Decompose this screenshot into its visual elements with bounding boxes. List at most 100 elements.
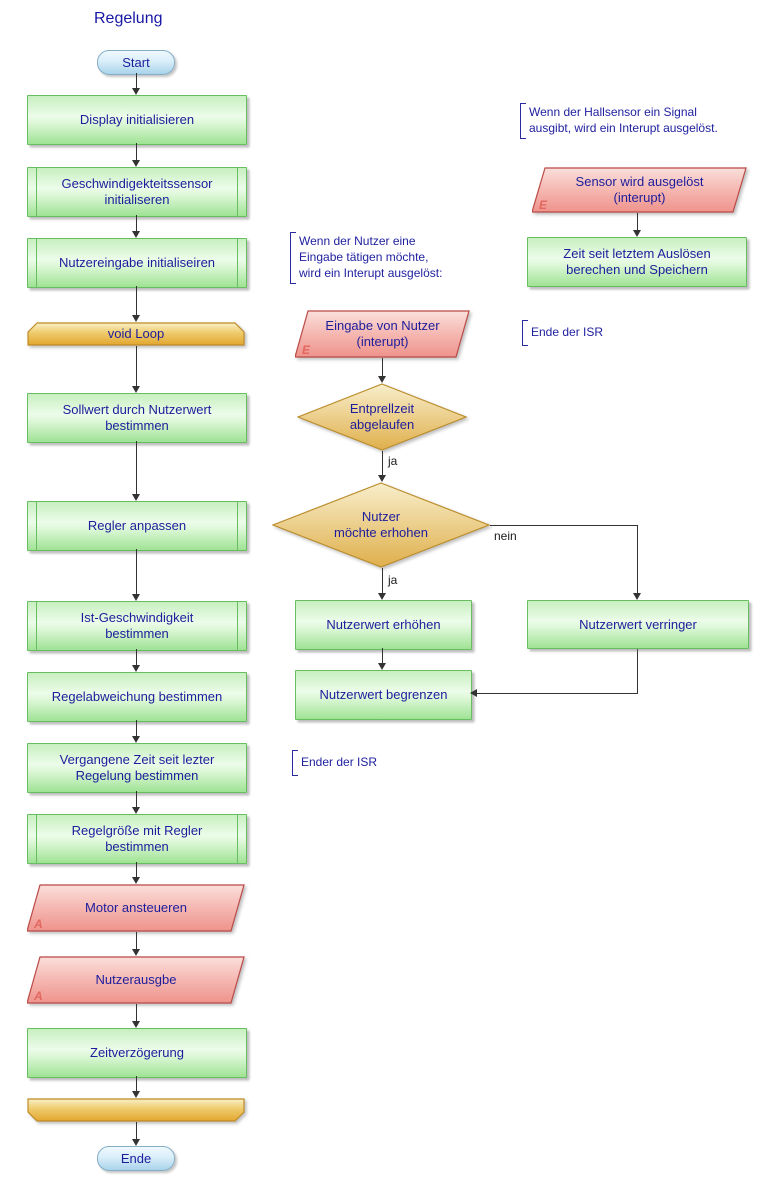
node-label: Eingabe von Nutzer (interupt) [325,318,440,349]
arrow-userinput-voidloop [132,286,141,322]
arrow-loopend-end [132,1122,141,1146]
annotation-hall-interrupt: Wenn der Hallsensor ein Signal ausgibt, … [520,103,718,139]
process-display-init: Display initialisieren [27,95,247,145]
edge-label-nein: nein [494,529,517,543]
node-label: Regler anpassen [87,518,187,534]
diamond-shape [272,482,490,568]
loop-start-shape [27,322,245,346]
node-label: Vergangene Zeit seit lezter Regelung bes… [59,752,215,783]
corner-letter-e: E [302,343,311,357]
loop-end [27,1098,245,1122]
io-sensor-event: Sensor wird ausgelöst (interupt) E [532,167,747,213]
node-label: Start [122,54,150,70]
arrow-decrease-clamp [470,689,638,698]
node-label: Motor ansteueren [85,900,187,916]
subprocess-speed-sensor-init: Geschwindigekteitssensor initialiseren [27,167,247,217]
connector-nein-horizontal [490,525,637,526]
diamond-shape [297,383,467,451]
annotation-isr-end-mid: Ender der ISR [292,750,377,776]
arrow-sensorevent-storetime [633,213,642,237]
subprocess-bar-left [36,502,37,550]
decision-debounce: Entprellzeit abgelaufen [297,383,467,451]
arrow-delay-loopend [132,1076,141,1098]
node-label: Zeit seit letztem Auslösen berechen und … [563,246,711,277]
io-user-output: Nutzerausgbe A [27,956,245,1004]
process-increase-value: Nutzerwert erhöhen [295,600,472,650]
loop-start-void-loop: void Loop [27,322,245,346]
process-time-delay: Zeitverzögerung [27,1028,247,1078]
node-label: Nutzer möchte erhohen [334,509,428,540]
corner-letter-e: E [539,198,548,212]
parallelogram-shape [27,884,245,932]
node-label: Regelgröße mit Regler bestimmen [71,823,203,854]
node-label: Nutzerwert verringer [579,616,697,632]
corner-letter-a: A [34,989,43,1003]
node-label: Regelabweichung bestimmen [51,689,223,705]
node-label: Ende [120,1150,152,1166]
node-label: Entprellzeit abgelaufen [349,401,415,432]
node-label: Nutzerausgbe [95,972,177,988]
decision-increase: Nutzer möchte erhohen [272,482,490,568]
annotation-bracket [290,232,296,284]
process-clamp-value: Nutzerwert begrenzen [295,670,472,720]
parallelogram-shape [27,956,245,1004]
arrow-speedsensor-userinput [132,215,141,238]
node-label: Nutzereingabe initialiseiren [58,255,216,271]
subprocess-bar-left [36,239,37,287]
annotation-text: Ender der ISR [301,755,378,769]
arrow-controller-actualspeed [132,549,141,601]
subprocess-bar-right [237,168,238,216]
arrow-controlvalue-motor [132,862,141,884]
subprocess-user-input-init: Nutzereingabe initialiseiren [27,238,247,288]
parallelogram-shape [532,167,747,213]
arrow-nein-decrease [633,525,642,600]
node-label: Zeitverzögerung [90,1045,184,1061]
arrow-deviation-elapsed [132,720,141,743]
annotation-text: Wenn der Hallsensor ein Signal ausgibt, … [529,105,718,135]
node-label: Display initialisieren [79,112,195,128]
arrow-setpoint-controller [132,441,141,501]
annotation-isr-end-right: Ende der ISR [522,320,603,346]
annotation-bracket [522,320,528,346]
subprocess-bar-right [237,502,238,550]
corner-letter-a: A [34,917,43,931]
annotation-text: Wenn der Nutzer eine Eingabe tätigen möc… [299,234,443,280]
io-user-event: Eingabe von Nutzer (interupt) E [295,310,470,358]
subprocess-bar-right [237,239,238,287]
terminator-end: Ende [97,1146,175,1171]
terminator-start: Start [97,50,175,75]
subprocess-bar-left [36,168,37,216]
node-label: Geschwindigekteitssensor initialiseren [61,176,213,207]
subprocess-bar-left [36,815,37,863]
page-title: Regelung [94,10,163,27]
subprocess-bar-left [36,602,37,650]
annotation-bracket [292,750,298,776]
arrow-actualspeed-deviation [132,649,141,672]
connector-decrease-down [637,647,638,693]
node-label: Nutzerwert erhöhen [326,617,441,633]
annotation-text: Ende der ISR [531,325,604,339]
node-label: Nutzerwert begrenzen [319,687,448,703]
edge-label-ja: ja [388,454,398,468]
annotation-bracket [520,103,526,139]
subprocess-adjust-controller: Regler anpassen [27,501,247,551]
node-label: void Loop [107,326,165,342]
io-motor-drive: Motor ansteueren A [27,884,245,932]
arrow-userevent-debounce [378,358,387,383]
arrow-useroutput-delay [132,1004,141,1028]
loop-end-shape [27,1098,245,1122]
parallelogram-shape [295,310,470,358]
arrow-debounce-increase [378,451,387,482]
node-label: Sensor wird ausgelöst (interupt) [575,174,704,205]
arrow-voidloop-setpoint [132,346,141,393]
arrow-display-speedsensor [132,143,141,167]
arrow-motor-useroutput [132,932,141,956]
arrow-increase-increasevalue [378,568,387,600]
arrow-increasevalue-clamp [378,648,387,670]
process-store-time: Zeit seit letztem Auslösen berechen und … [527,237,747,287]
subprocess-bar-right [237,602,238,650]
edge-label-ja: ja [388,573,398,587]
arrow-start-display [132,73,141,95]
annotation-user-interrupt: Wenn der Nutzer eine Eingabe tätigen möc… [290,232,442,284]
